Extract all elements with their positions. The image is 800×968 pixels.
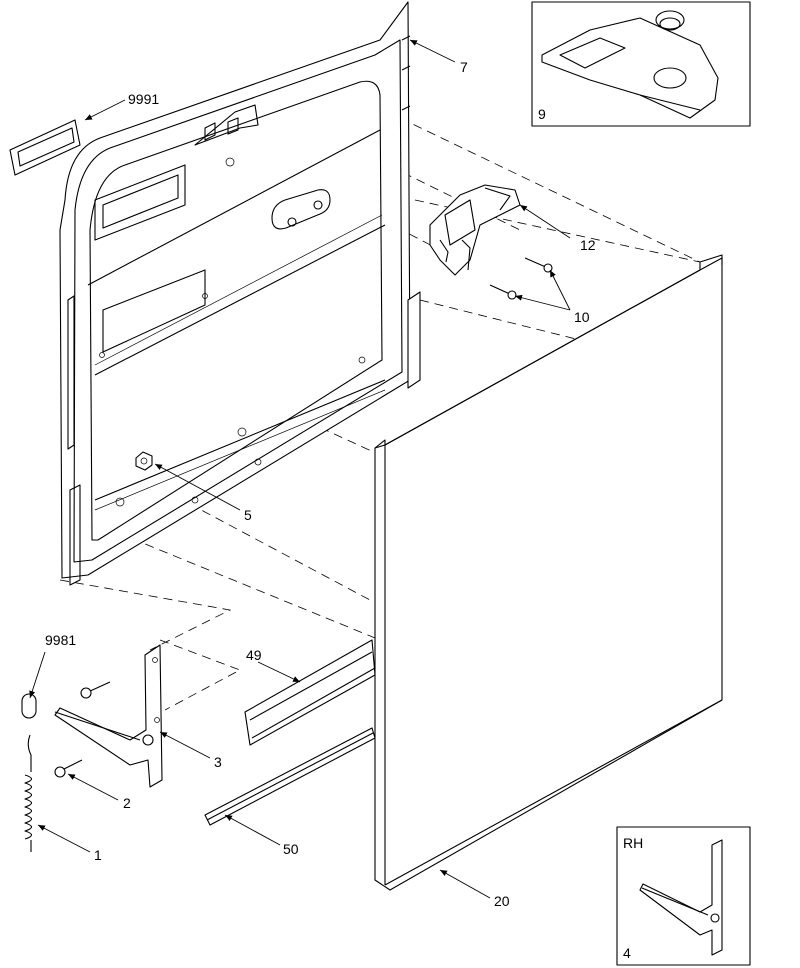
callout-1: 1 (94, 847, 102, 863)
callout-3: 3 (214, 754, 222, 770)
callout-12: 12 (580, 237, 596, 253)
callout-9981: 9981 (45, 632, 76, 648)
callout-49: 49 (246, 647, 262, 663)
leader-lines (29, 39, 571, 899)
part-2-screws (54, 681, 111, 778)
part-49-trim-strip (244, 639, 376, 746)
callout-5: 5 (244, 507, 252, 523)
part-5-nut (135, 451, 153, 471)
part-1-spring (24, 734, 33, 852)
part-10-screws (489, 257, 553, 300)
callout-9991: 9991 (128, 91, 159, 107)
callout-20: 20 (494, 893, 510, 909)
part-50-bottom-rail (204, 727, 376, 826)
inset-4-rh-hinge (616, 826, 751, 966)
callout-10: 10 (574, 309, 590, 325)
inner-door-panel (59, 1, 421, 586)
part-20-outer-door-panel (374, 254, 723, 891)
inset-9-dispenser (531, 1, 751, 127)
callout-7: 7 (460, 59, 468, 75)
part-9991-gasket (9, 119, 81, 176)
callout-9: 9 (538, 106, 546, 122)
inset-rh-label: RH (623, 835, 643, 851)
part-9981-clip (21, 693, 37, 719)
callout-50: 50 (283, 841, 299, 857)
part-12-latch (429, 184, 521, 276)
callout-2: 2 (123, 795, 131, 811)
callout-4: 4 (623, 945, 631, 961)
